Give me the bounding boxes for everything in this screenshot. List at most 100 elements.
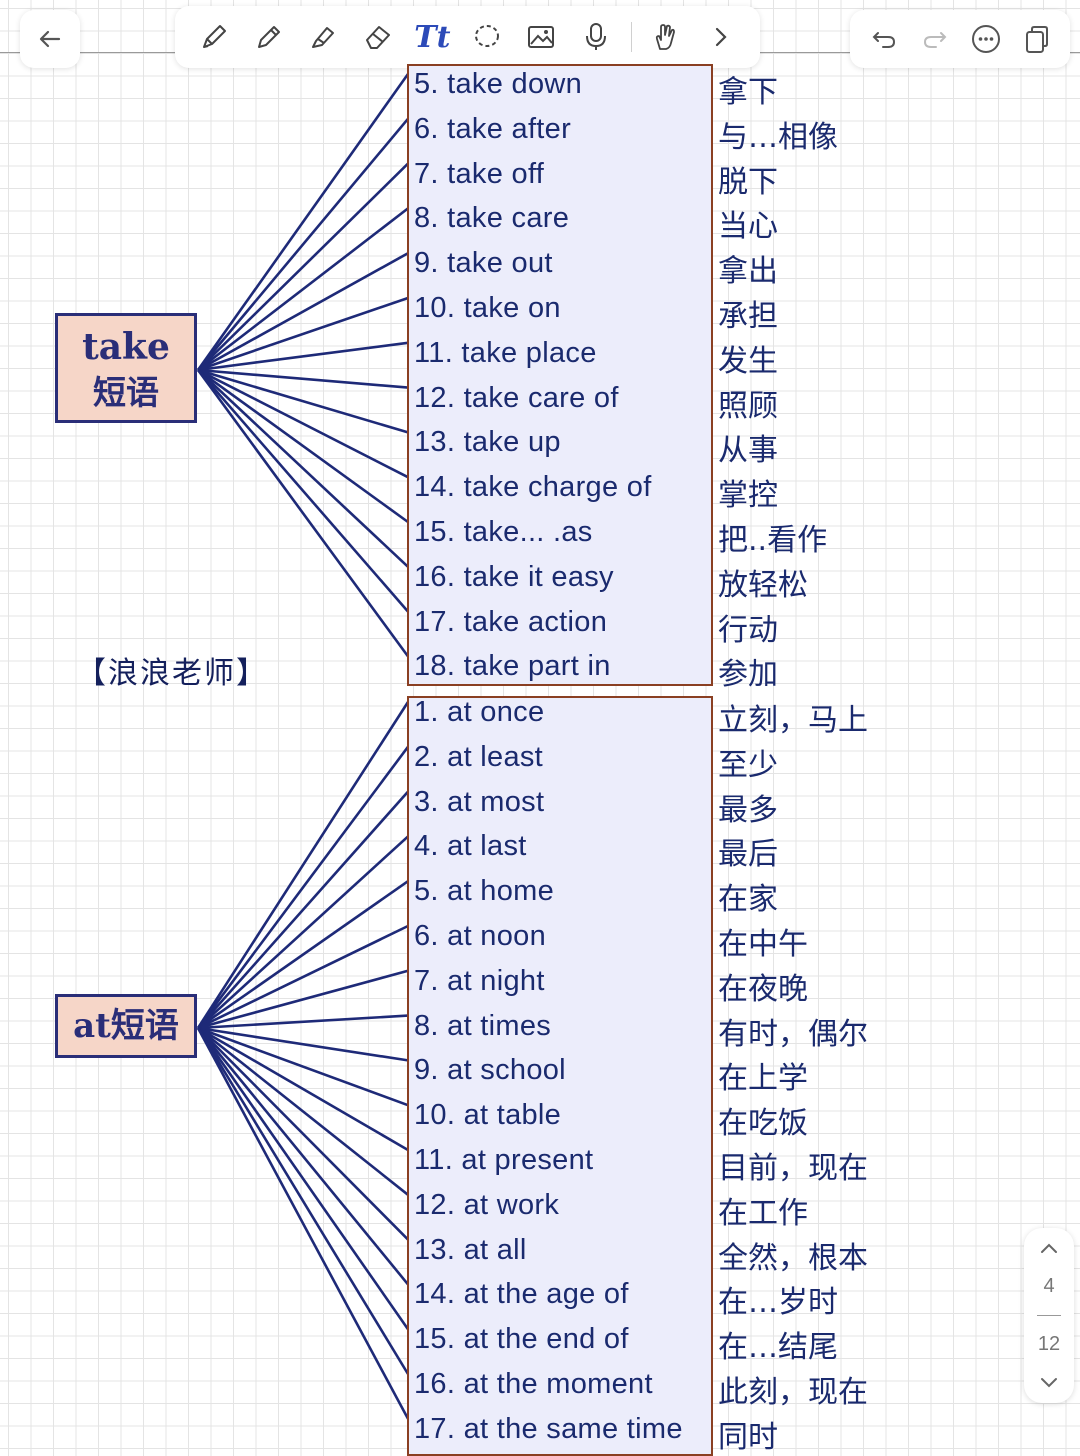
take-root-sublabel: 短语 <box>93 373 159 412</box>
connector-line <box>196 73 410 371</box>
phrase-english: 14. at the age of <box>414 1278 629 1311</box>
phrase-chinese: 在夜晚 <box>718 971 808 1007</box>
phrase-english: 12. take care of <box>414 381 619 414</box>
document-actions <box>850 10 1070 68</box>
highlighter-tool-button[interactable] <box>303 17 343 57</box>
phrase-english: 8. take care <box>414 202 570 235</box>
at-connector-lines <box>196 701 410 1420</box>
redo-icon <box>923 32 946 48</box>
image-tool-button[interactable] <box>521 17 561 57</box>
connector-line <box>197 368 409 389</box>
connector-line <box>197 296 409 372</box>
phrase-chinese: 最多 <box>718 792 778 828</box>
phrase-chinese: 脱下 <box>718 164 778 200</box>
take-items-box <box>407 64 713 686</box>
connector-line <box>197 368 409 524</box>
phrase-chinese: 与…相像 <box>718 119 838 155</box>
pencil-tool-button[interactable] <box>249 17 289 57</box>
phrase-english: 9. take out <box>414 247 553 280</box>
phrase-english: 6. take after <box>414 112 572 145</box>
pencil-icon <box>257 26 280 48</box>
pages-button[interactable] <box>1017 19 1057 59</box>
phrase-chinese: 照顾 <box>718 388 778 424</box>
redo-button[interactable] <box>915 19 955 59</box>
lasso-icon <box>474 25 499 47</box>
undo-button[interactable] <box>864 19 904 59</box>
phrase-english: 7. at night <box>414 964 545 997</box>
connector-line <box>197 1026 409 1152</box>
connector-line <box>196 1027 410 1286</box>
connector-line <box>196 1027 410 1375</box>
microphone-tool-button[interactable] <box>576 17 616 57</box>
chevron-down-icon[interactable] <box>1037 1373 1061 1393</box>
phrase-chinese: 拿下 <box>718 75 778 110</box>
at-items-box <box>407 696 713 1456</box>
phrase-chinese: 在…岁时 <box>718 1285 838 1321</box>
phrase-english: 11. take place <box>414 336 597 369</box>
lasso-tool-button[interactable] <box>467 17 507 57</box>
more-button[interactable] <box>966 19 1006 59</box>
connector-line <box>197 969 409 1030</box>
pen-icon <box>203 25 227 48</box>
connector-line <box>197 924 409 1030</box>
phrase-chinese: 此刻，现在 <box>718 1375 868 1410</box>
connector-line <box>197 1027 409 1241</box>
text-tool-button[interactable]: Tt <box>412 17 452 57</box>
connector-line <box>197 162 409 371</box>
phrase-english: 13. at all <box>414 1233 527 1266</box>
phrase-english: 15. at the end of <box>414 1323 629 1356</box>
connector-line <box>196 746 410 1029</box>
connector-line <box>197 880 409 1030</box>
phrase-chinese: 在…结尾 <box>718 1330 838 1366</box>
eraser-tool-button[interactable] <box>358 17 398 57</box>
phrase-english: 1. at once <box>414 696 545 728</box>
at-root-node: at短语 <box>55 994 197 1058</box>
phrase-chinese: 最后 <box>718 837 778 873</box>
phrase-english: 10. at table <box>414 1099 562 1132</box>
connector-line <box>197 790 409 1029</box>
phrase-english: 2. at least <box>414 740 544 773</box>
phrase-english: 11. at present <box>414 1144 594 1176</box>
phrase-chinese: 在上学 <box>718 1061 808 1097</box>
chevron-up-icon[interactable] <box>1037 1238 1061 1258</box>
phrase-english: 8. at times <box>414 1009 552 1042</box>
connector-line <box>197 207 409 372</box>
at-root-label: at短语 <box>73 1006 179 1046</box>
phrase-english: 18. take part in <box>414 650 611 683</box>
back-button[interactable] <box>20 10 80 68</box>
connector-line <box>196 1027 410 1420</box>
hand-tool-button[interactable] <box>646 17 686 57</box>
connector-line <box>197 368 409 434</box>
phrase-chinese: 至少 <box>718 747 778 783</box>
phrase-english: 13. take up <box>414 426 561 459</box>
phrase-english: 6. at noon <box>414 920 546 952</box>
phrase-chinese: 把..看作 <box>718 523 828 558</box>
phrase-chinese: 在工作 <box>718 1195 808 1231</box>
current-page: 4 <box>1043 1275 1055 1297</box>
top-toolbar: Tt <box>0 0 1080 70</box>
connector-line <box>197 835 409 1029</box>
phrase-english: 17. at the same time <box>414 1412 683 1445</box>
phrase-chinese: 掌控 <box>718 478 778 514</box>
phrase-english: 10. take on <box>414 292 561 324</box>
connector-line <box>197 1026 409 1062</box>
phrase-chinese: 目前，现在 <box>718 1151 868 1186</box>
phrase-chinese: 同时 <box>718 1419 778 1455</box>
more-tools-button[interactable] <box>701 17 741 57</box>
phrase-english: 16. take it easy <box>414 560 614 593</box>
undo-icon <box>872 32 895 48</box>
pen-tool-button[interactable] <box>194 17 234 57</box>
image-icon <box>528 26 555 48</box>
phrase-english: 5. at home <box>414 875 555 908</box>
text-tool-icon: Tt <box>414 19 451 55</box>
hand-pointer-icon <box>655 24 675 50</box>
phrase-chinese: 在吃饭 <box>718 1106 808 1142</box>
take-connector-lines <box>196 73 410 658</box>
connector-line <box>197 368 409 479</box>
connector-line <box>197 369 409 613</box>
phrase-chinese: 从事 <box>718 433 778 469</box>
take-root-node: take 短语 <box>55 313 197 423</box>
phrase-english: 16. at the moment <box>414 1368 653 1400</box>
phrase-chinese: 承担 <box>718 299 778 334</box>
